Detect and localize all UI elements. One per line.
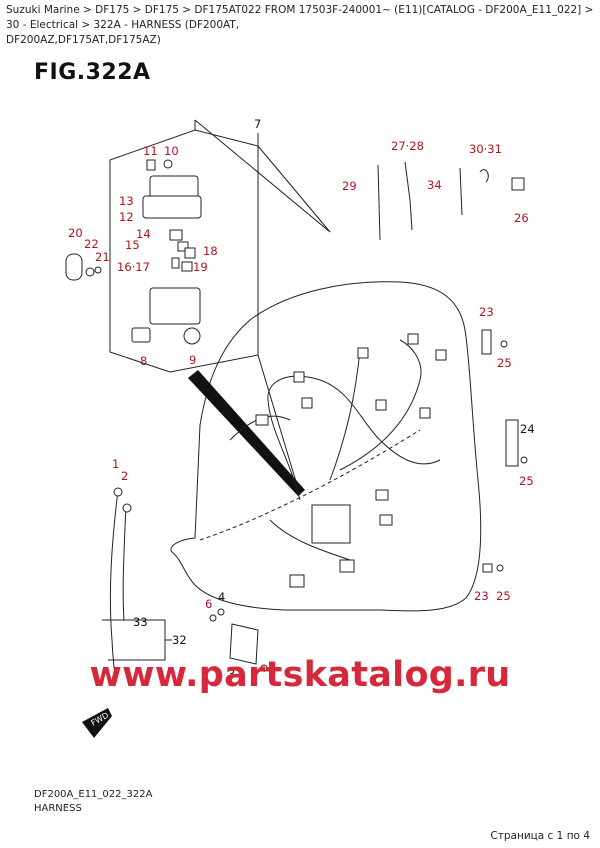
- fuse-box-gasket: [142, 195, 202, 219]
- callout-30-31: 30·31: [469, 142, 502, 156]
- part-16-icon: [171, 257, 180, 269]
- part-27-28-tie: [404, 161, 413, 231]
- callout-32: 32: [172, 633, 187, 647]
- part-25-bolt-a: [500, 340, 508, 348]
- part-1-cable: [109, 489, 119, 681]
- part-14-icon: [169, 229, 183, 241]
- connector-b: [407, 333, 419, 345]
- callout-33: 33: [133, 615, 148, 629]
- part-23-clip: [482, 563, 493, 573]
- callout-19: 19: [193, 260, 208, 274]
- part-4-screw: [217, 608, 225, 616]
- callout-6: 6: [205, 597, 212, 611]
- watermark: www.partskatalog.ru: [89, 655, 511, 695]
- breadcrumb: Suzuki Marine > DF175 > DF175 > DF175AT0…: [6, 3, 594, 48]
- part-3-bracket: [229, 623, 259, 665]
- part-34-tie: [459, 167, 463, 216]
- callout-20: 20: [68, 226, 83, 240]
- callout-24: 24: [520, 422, 535, 436]
- callout-4: 4: [218, 590, 225, 604]
- connector-h: [293, 371, 305, 383]
- callout-12: 12: [119, 210, 134, 224]
- connector-g: [255, 414, 269, 426]
- figure-code: DF200A_E11_022_322A: [34, 789, 153, 800]
- connector-k: [289, 574, 305, 588]
- figure-name: HARNESS: [34, 803, 82, 814]
- connector-j: [339, 559, 355, 573]
- callout-16-17: 16·17: [117, 260, 150, 274]
- callout-15: 15: [125, 238, 140, 252]
- breadcrumb-line-1: Suzuki Marine > DF175 > DF175 > DF175AT0…: [6, 4, 594, 31]
- part-2-cable: [122, 504, 127, 621]
- connector-d: [375, 399, 387, 411]
- part-2-terminal: [122, 503, 132, 513]
- callout-9: 9: [189, 353, 196, 367]
- harness-branch-3: [269, 519, 351, 561]
- figure-title: FIG.322A: [34, 60, 151, 85]
- part-9-icon: [183, 327, 201, 345]
- main-harness-wire: [267, 375, 441, 501]
- part-1-terminal: [113, 487, 123, 497]
- callout-7: 7: [254, 117, 261, 131]
- connector-i: [375, 489, 389, 501]
- callout-25-bottom: 25: [496, 589, 511, 603]
- part-19-icon: [181, 261, 193, 272]
- callout-10: 10: [164, 144, 179, 158]
- connector-c: [435, 349, 447, 361]
- callout-21: 21: [95, 250, 110, 264]
- part-30-31-clip: [479, 169, 489, 183]
- part-11-icon: [146, 159, 156, 171]
- connector-a: [357, 347, 369, 359]
- fuse-box-base: [149, 287, 201, 325]
- harness-branch-1: [329, 349, 361, 481]
- callout-22: 22: [84, 237, 99, 251]
- connector-f: [301, 397, 313, 409]
- callout-8: 8: [140, 354, 147, 368]
- part-25-bolt-b: [520, 456, 528, 464]
- connector-l: [379, 514, 393, 526]
- part-20-icon: [65, 253, 83, 281]
- harness-branch-2: [339, 339, 422, 471]
- figure-caption: DF200A_E11_022_322A HARNESS: [34, 788, 152, 816]
- connector-e: [419, 407, 431, 419]
- part-5-screw: [260, 664, 268, 672]
- part-23-bracket: [481, 329, 492, 355]
- callout-27-28: 27·28: [391, 139, 424, 153]
- engine-cover-outline: [170, 281, 482, 612]
- part-29-tie: [377, 164, 381, 241]
- callout-3: 3: [228, 667, 235, 681]
- fwd-arrow: FWD: [82, 708, 112, 738]
- callout-26: 26: [514, 211, 529, 225]
- callout-14: 14: [136, 227, 151, 241]
- part-22-icon: [85, 267, 95, 277]
- part-26-icon: [511, 177, 525, 191]
- part-6-screw: [209, 614, 217, 622]
- part-15-icon: [177, 241, 189, 252]
- harness-junction-box: [311, 504, 351, 544]
- callout-29: 29: [342, 179, 357, 193]
- part-10-icon: [163, 159, 173, 169]
- callout-25-middle: 25: [519, 474, 534, 488]
- callout-34: 34: [427, 178, 442, 192]
- callout-1: 1: [112, 457, 119, 471]
- part-25-bolt-c: [496, 564, 504, 572]
- part-8-icon: [131, 327, 151, 343]
- callout-18: 18: [203, 244, 218, 258]
- callout-23-bottom: 23: [474, 589, 489, 603]
- page-info: Страница с 1 по 4: [490, 830, 590, 842]
- callout-23-top: 23: [479, 305, 494, 319]
- part-18-icon: [184, 247, 196, 259]
- breadcrumb-line-2: DF200AZ,DF175AT,DF175AZ): [6, 34, 161, 46]
- part-24-bracket: [505, 419, 519, 467]
- callout-11: 11: [143, 144, 158, 158]
- callout-5: 5: [269, 665, 276, 679]
- callout-25-top: 25: [497, 356, 512, 370]
- callout-2: 2: [121, 469, 128, 483]
- callout-13: 13: [119, 194, 134, 208]
- pointer-arrow: [188, 370, 305, 496]
- cover-centerline: [199, 429, 421, 541]
- part-21-icon: [94, 266, 102, 274]
